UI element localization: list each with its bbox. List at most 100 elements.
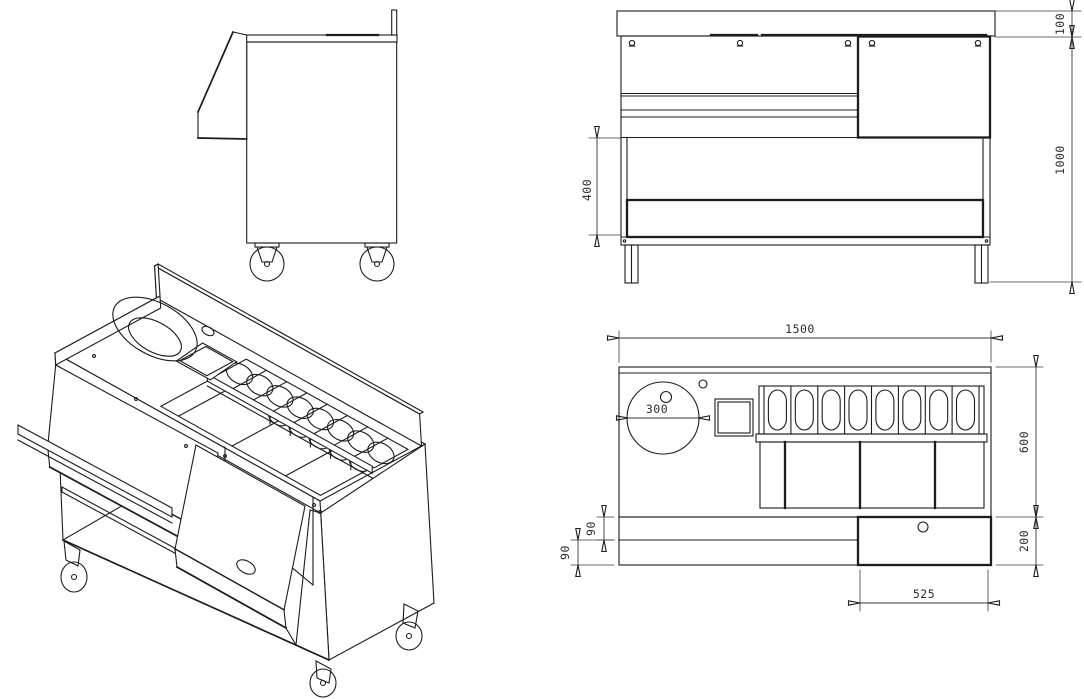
caster-rear-right — [395, 603, 423, 651]
dim-hole-diameter: 300 — [615, 402, 711, 421]
wheel — [249, 246, 285, 282]
dim-top-depth: 600 — [995, 354, 1044, 530]
container-pot — [929, 389, 949, 431]
dim-overall-height: 1000 — [989, 24, 1082, 295]
grommet-hole — [236, 559, 256, 575]
square-hole-frame — [714, 398, 754, 437]
dim-rail-depth-lower: 90 — [558, 527, 615, 578]
bottom-front-edge — [61, 538, 331, 662]
dim-front-depth: 200 — [995, 504, 1044, 578]
drain-hole — [659, 390, 673, 404]
rail-strip — [755, 433, 988, 443]
isometric-view — [17, 263, 435, 698]
container-pot — [955, 389, 976, 431]
container-pot — [902, 389, 922, 431]
front-angled-bin-center — [173, 444, 314, 646]
compartment-area — [759, 440, 985, 510]
caster-left — [249, 242, 285, 282]
right-door — [856, 35, 992, 139]
worktop-slab — [616, 10, 996, 37]
dim-label-1500: 1500 — [785, 322, 815, 336]
wheel — [395, 621, 423, 651]
container-pot — [347, 430, 375, 453]
front-band-outline — [618, 516, 992, 566]
speed-rail-bar — [17, 424, 173, 518]
tray-divider — [177, 390, 227, 417]
dim-overall-length: 1500 — [606, 322, 1004, 363]
dim-label-1000: 1000 — [1053, 145, 1067, 175]
caster-fork — [256, 246, 278, 263]
ice-bin-inner — [128, 317, 182, 357]
dim-rail-depth-upper: 90 — [584, 504, 615, 553]
screw-dots — [92, 354, 322, 514]
ice-bin-hole — [112, 296, 198, 362]
square-hole — [717, 401, 751, 434]
speed-rail-lower — [17, 439, 173, 524]
container-pot — [326, 419, 355, 442]
square-hole — [175, 342, 238, 381]
wheel-hub — [263, 260, 271, 268]
container-pot — [767, 389, 787, 431]
front-band — [618, 515, 993, 567]
right-module — [856, 515, 993, 567]
wheel-hub — [319, 679, 327, 687]
dim-label-90b: 90 — [558, 545, 572, 560]
wheel — [60, 561, 88, 593]
container-pot — [367, 441, 395, 465]
plan-view: 1500 300 600 200 90 — [558, 322, 1044, 612]
wheel-hub — [405, 632, 413, 640]
container-pot — [266, 385, 294, 408]
caster-fork — [402, 603, 419, 629]
container-pot — [875, 389, 895, 431]
small-round-hole — [698, 379, 708, 389]
base-shelf — [625, 198, 985, 239]
container-pot — [286, 396, 314, 419]
hooks — [628, 39, 982, 47]
container-pot — [794, 389, 814, 431]
container-pot — [821, 389, 841, 431]
wheel — [359, 246, 395, 282]
cart-body — [246, 41, 398, 244]
front-angled-bin — [197, 31, 248, 140]
wheel-hub — [70, 573, 78, 581]
side-view — [196, 9, 398, 282]
dim-label-200: 200 — [1017, 530, 1031, 552]
screw-dot — [622, 239, 627, 243]
container-pot — [848, 389, 868, 431]
container-pot — [246, 373, 274, 397]
dim-label-400: 400 — [580, 179, 594, 201]
caster-fork — [315, 660, 332, 684]
dim-label-525: 525 — [913, 587, 935, 601]
dim-label-300: 300 — [646, 402, 668, 416]
wheel-hub — [373, 260, 381, 268]
front-elevation-view: 400 100 1000 — [580, 0, 1082, 295]
caster-right — [359, 242, 395, 282]
dim-top-band-height: 100 — [994, 0, 1082, 50]
caster-fork — [366, 246, 388, 263]
front-angled-panel-left — [17, 364, 219, 557]
caster-plate — [254, 242, 280, 248]
module-hole — [917, 521, 929, 533]
dim-label-600: 600 — [1017, 431, 1031, 453]
wheel — [309, 668, 337, 698]
caster-plate — [364, 242, 390, 248]
dim-right-module-width: 525 — [847, 569, 1001, 612]
screw-dot — [984, 239, 989, 243]
caster-front-right — [309, 660, 337, 698]
container-row — [211, 358, 410, 469]
bin-bottom-edge — [197, 137, 248, 140]
bin-slant-edge — [196, 30, 235, 114]
caster-fork — [63, 539, 81, 567]
dim-label-90a: 90 — [584, 521, 598, 536]
compartment-outline — [759, 441, 985, 509]
small-round-hole — [201, 325, 215, 337]
container-row — [758, 385, 985, 435]
container-pot — [306, 407, 335, 431]
dim-base-opening-height: 400 — [580, 125, 622, 248]
cart-body — [620, 35, 991, 246]
backsplash — [391, 9, 398, 36]
tray-divider — [284, 449, 334, 477]
caster-front-left — [60, 539, 88, 593]
